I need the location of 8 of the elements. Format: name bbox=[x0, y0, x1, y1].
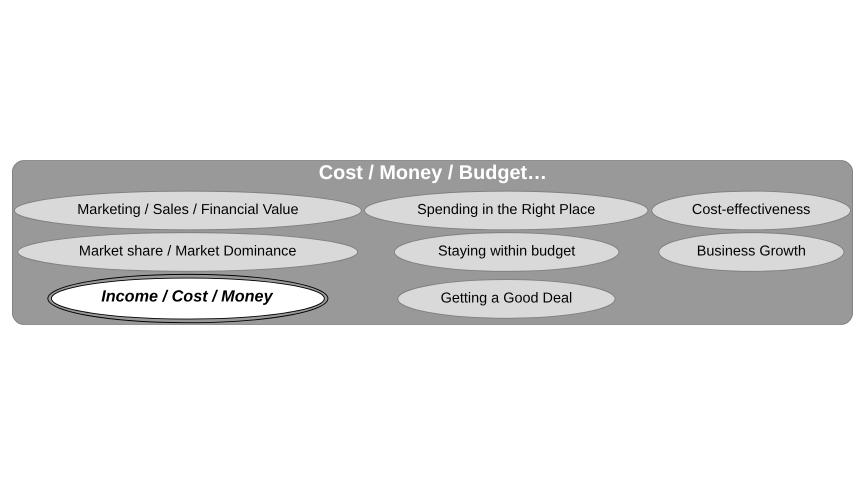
node-ellipse: Spending in the Right Place bbox=[364, 190, 648, 230]
node-ellipse: Getting a Good Deal bbox=[397, 279, 616, 319]
node-ellipse: Staying within budget bbox=[394, 232, 620, 272]
node-ellipse: Income / Cost / Money bbox=[47, 274, 328, 324]
node-ellipse: Marketing / Sales / Financial Value bbox=[14, 190, 362, 230]
node-ellipse: Business Growth bbox=[658, 232, 844, 272]
node-ellipse: Market share / Market Dominance bbox=[17, 232, 358, 272]
node-ellipse: Cost-effectiveness bbox=[651, 190, 852, 230]
